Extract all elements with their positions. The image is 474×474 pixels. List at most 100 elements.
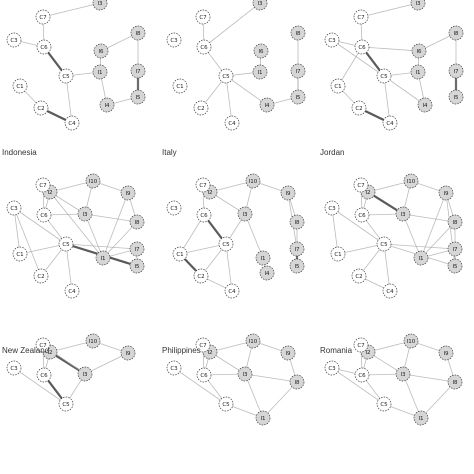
node-label: I2 xyxy=(365,350,370,356)
node-label: C5 xyxy=(62,402,70,408)
network-node: I3 xyxy=(92,0,108,11)
node-label: I10 xyxy=(249,179,258,185)
network-node: I1 xyxy=(410,64,426,80)
node-label: C5 xyxy=(380,242,388,248)
network-node: C2 xyxy=(193,100,209,116)
node-label: C3 xyxy=(328,366,336,372)
network-node: I1 xyxy=(413,410,429,426)
node-label: C2 xyxy=(37,274,44,280)
node-label: C3 xyxy=(10,366,18,372)
node-label: I5 xyxy=(295,95,301,101)
network-node: I10 xyxy=(245,333,261,349)
network-edge xyxy=(331,39,385,77)
network-node: C7 xyxy=(353,337,369,353)
network-node: I5 xyxy=(129,258,145,274)
node-label: I5 xyxy=(135,95,141,101)
node-label: I3 xyxy=(97,1,103,7)
network-edge xyxy=(383,75,391,124)
node-label: I6 xyxy=(98,49,104,55)
network-edge xyxy=(402,373,422,419)
node-label: I2 xyxy=(365,190,370,196)
network-node: C4 xyxy=(224,283,240,299)
network-node: C6 xyxy=(36,207,52,223)
node-label: I8 xyxy=(452,220,458,226)
node-label: I8 xyxy=(452,380,458,386)
node-label: I9 xyxy=(443,191,449,197)
network-edge xyxy=(179,243,227,255)
node-label: I8 xyxy=(134,220,140,226)
network-node: C3 xyxy=(324,32,340,48)
node-label: I1 xyxy=(418,256,423,262)
network-node: C1 xyxy=(172,246,188,262)
network-node: I10 xyxy=(403,173,419,189)
network-node: C2 xyxy=(33,100,49,116)
network-edge xyxy=(367,180,412,193)
network-node: C6 xyxy=(36,367,52,383)
network-edge xyxy=(173,367,227,405)
node-label: I3 xyxy=(415,1,421,7)
network-node: C6 xyxy=(36,39,52,55)
node-label: I9 xyxy=(285,191,291,197)
node-label: C4 xyxy=(386,121,394,127)
network-node: I9 xyxy=(120,345,136,361)
node-label: I7 xyxy=(294,247,300,253)
node-label: I10 xyxy=(407,179,416,185)
network-node: C7 xyxy=(195,9,211,25)
network-edge xyxy=(337,46,363,87)
network-edge xyxy=(383,75,426,106)
node-label: I2 xyxy=(207,350,212,356)
panel-title: Jordan xyxy=(320,148,345,157)
node-label: C7 xyxy=(357,15,365,21)
network-edge xyxy=(13,207,21,255)
network-edge xyxy=(383,243,456,250)
node-label: I1 xyxy=(260,256,265,262)
network-node: C5 xyxy=(58,236,74,252)
node-label: C7 xyxy=(39,183,47,189)
node-label: C2 xyxy=(197,274,204,280)
node-label: I3 xyxy=(400,212,406,218)
node-label: I9 xyxy=(285,351,291,357)
network-node: I5 xyxy=(289,258,305,274)
node-label: I8 xyxy=(295,31,301,37)
network-edge xyxy=(102,192,129,259)
node-label: I3 xyxy=(242,372,248,378)
node-label: C1 xyxy=(16,84,23,90)
network-node: C3 xyxy=(166,32,182,48)
network-node: I8 xyxy=(289,214,305,230)
node-label: C6 xyxy=(200,373,208,379)
network-edge xyxy=(84,213,104,259)
node-label: I7 xyxy=(295,69,301,75)
node-label: C3 xyxy=(170,206,178,212)
node-label: I8 xyxy=(294,220,300,226)
network-node: C1 xyxy=(172,78,188,94)
network-edge xyxy=(420,381,456,419)
node-label: I9 xyxy=(125,191,131,197)
node-label: C6 xyxy=(200,213,208,219)
network-node: C7 xyxy=(195,177,211,193)
network-node: I9 xyxy=(120,185,136,201)
node-label: I10 xyxy=(407,339,416,345)
network-node: C2 xyxy=(33,268,49,284)
network-node: I4 xyxy=(417,97,433,113)
network-node: I8 xyxy=(290,25,306,41)
network-node: I7 xyxy=(448,63,464,79)
network-edge xyxy=(225,243,233,292)
network-edge xyxy=(225,75,233,124)
network-edge xyxy=(331,207,339,255)
node-label: C6 xyxy=(40,213,48,219)
network-edge xyxy=(65,243,73,292)
node-label: I1 xyxy=(415,70,420,76)
network-edge xyxy=(244,373,264,419)
network-edge xyxy=(367,340,412,353)
network-node: I9 xyxy=(438,185,454,201)
node-label: I8 xyxy=(135,31,141,37)
network-node: I9 xyxy=(438,345,454,361)
node-label: C6 xyxy=(358,45,366,51)
panel-title: Romania xyxy=(320,346,353,355)
network-edge xyxy=(337,243,385,255)
network-edge xyxy=(49,191,104,259)
network-node: I9 xyxy=(280,185,296,201)
